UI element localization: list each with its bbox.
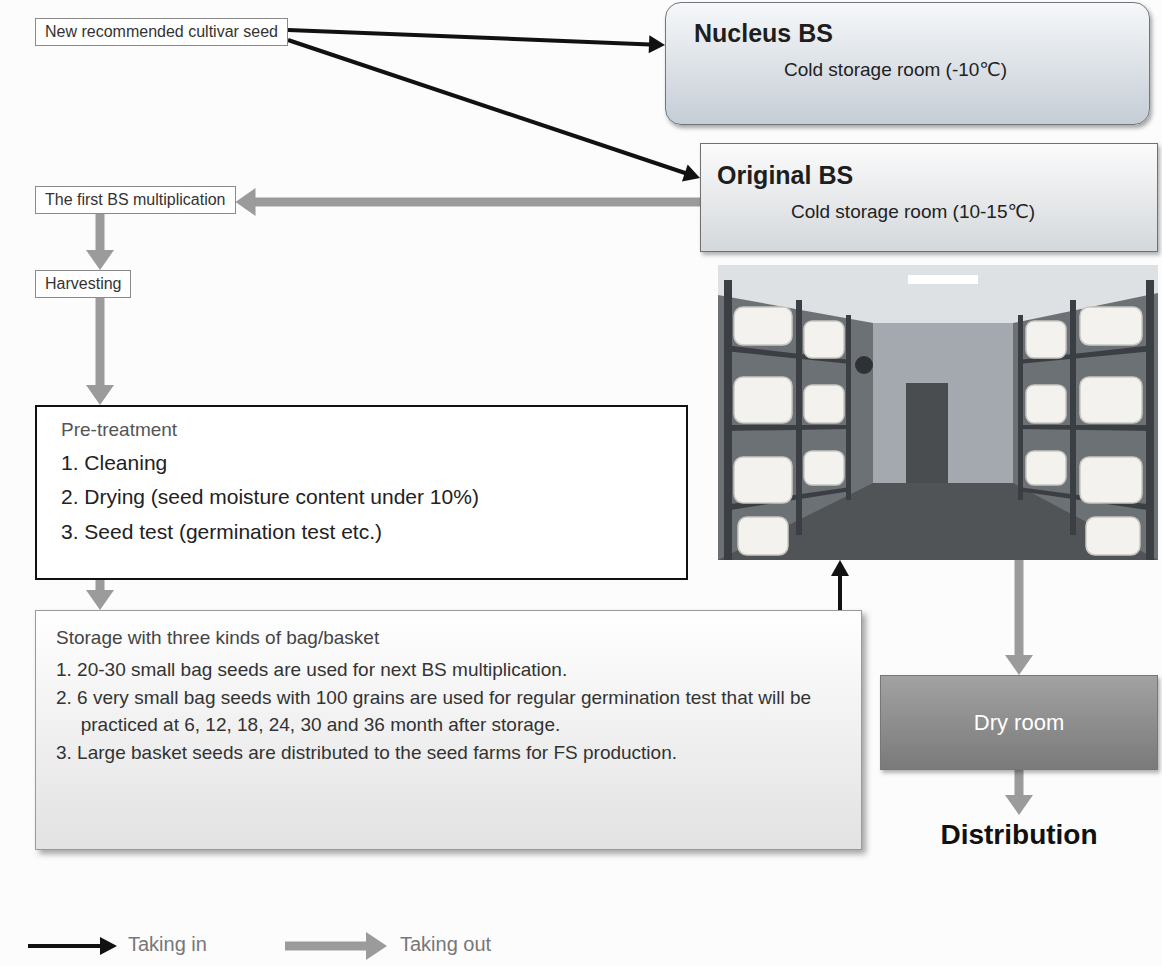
nucleus-bs-box: Nucleus BS Cold storage room (-10℃) (665, 2, 1150, 125)
list-item: 1. 20-30 small bag seeds are used for ne… (56, 657, 841, 684)
legend-entry: Taking in (128, 933, 207, 956)
box-label: Dry room (974, 710, 1064, 736)
taking-out-arrow (86, 214, 114, 270)
taking-out-arrow (1005, 560, 1033, 675)
arrow-shaft (288, 40, 686, 173)
arrowhead (86, 385, 114, 405)
arrowhead (831, 560, 849, 576)
arrowhead (1005, 655, 1033, 675)
box-frame: Original BS Cold storage room (10-15℃) (700, 143, 1158, 252)
box-heading: Nucleus BS (694, 19, 1129, 48)
step-box: New recommended cultivar seed (35, 18, 288, 46)
box-heading: Original BS (717, 161, 1141, 190)
box-heading: Pre-treatment (61, 419, 662, 441)
list-item: 1. Cleaning (61, 449, 662, 476)
list-item: 2. 6 very small bag seeds with 100 grain… (56, 685, 841, 738)
arrowhead (682, 164, 700, 181)
step-label: New recommended cultivar seed (45, 23, 278, 41)
step-box: Harvesting (35, 270, 131, 298)
taking-out-arrow (1005, 770, 1033, 815)
taking-in-arrow (288, 40, 700, 181)
distribution-label: Distribution (880, 815, 1158, 855)
taking-in-arrow (288, 30, 665, 53)
legend-grey-arrowhead (366, 932, 387, 960)
arrowhead (649, 35, 665, 53)
step-label: The first BS multiplication (45, 191, 226, 209)
legend-label: Taking out (400, 933, 491, 955)
original-bs-node: Original BS Cold storage room (10-15℃) (700, 143, 1158, 560)
taking-out-arrow (86, 298, 114, 405)
storage-room-photo (718, 265, 1158, 560)
arrow-shaft (838, 575, 842, 610)
legend-black-arrowhead (100, 937, 117, 955)
step-box: The first BS multiplication (35, 186, 236, 214)
step-label: Harvesting (45, 275, 121, 293)
arrow-shaft (255, 198, 700, 207)
box-label: Distribution (884, 819, 1154, 851)
box-heading: Storage with three kinds of bag/basket (56, 625, 841, 651)
storage-box: Storage with three kinds of bag/basket 1.… (35, 610, 862, 850)
taking-in-arrow (831, 560, 849, 610)
legend-label: Taking in (128, 933, 207, 955)
box-subtext: Cold storage room (-10℃) (694, 58, 1129, 81)
arrowhead (236, 188, 256, 216)
box-subtext: Cold storage room (10-15℃) (717, 200, 1141, 223)
taking-out-arrow (236, 188, 700, 216)
dry-room-box: Dry room (880, 675, 1158, 770)
arrow-shaft (1015, 770, 1024, 796)
legend-black-arrow (28, 944, 101, 948)
arrowhead (86, 250, 114, 270)
list-item: 3. Large basket seeds are distributed to… (56, 740, 841, 767)
legend-entry: Taking out (400, 933, 491, 956)
arrowhead (1005, 795, 1033, 815)
list-item: 3. Seed test (germination test etc.) (61, 518, 662, 545)
arrow-shaft (96, 580, 105, 591)
taking-out-arrow (86, 580, 114, 610)
arrowhead (86, 590, 114, 610)
arrow-shaft (96, 214, 105, 251)
arrow-shaft (288, 30, 650, 44)
arrow-shaft (1015, 560, 1024, 656)
pretreatment-box: Pre-treatment 1. Cleaning 2. Drying (seed … (35, 405, 688, 580)
legend-grey-arrow (285, 942, 367, 951)
arrow-shaft (96, 298, 105, 386)
list-item: 2. Drying (seed moisture content under 1… (61, 483, 662, 510)
